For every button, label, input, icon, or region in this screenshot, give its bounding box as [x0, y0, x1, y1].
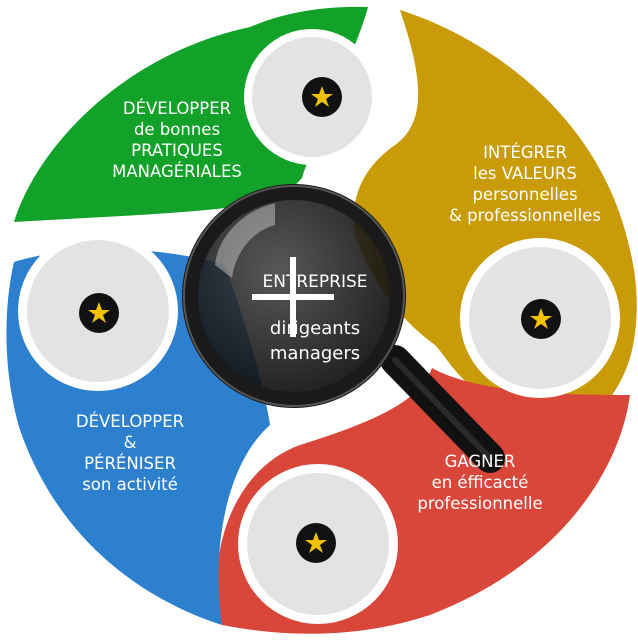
label-bottom-left-line: PÉRÉNISER	[84, 454, 176, 473]
label-top-right: INTÉGRER les VALEURS personnelles & prof…	[420, 142, 630, 226]
label-top-left-line: de bonnes	[133, 120, 221, 139]
label-top-right-line: & professionnelles	[449, 206, 601, 225]
label-bottom-left-line: DÉVELOPPER	[75, 412, 185, 431]
star-person-logo-icon	[302, 77, 342, 117]
label-bottom-left-line: &	[123, 433, 137, 452]
center-line-1: dirigeants	[269, 318, 361, 339]
center-title: ENTREPRISE	[262, 272, 368, 292]
label-top-right-line: les VALEURS	[473, 164, 577, 183]
star-person-logo-icon	[79, 293, 119, 333]
star-person-logo-icon	[296, 523, 336, 563]
label-top-right-line: personnelles	[472, 185, 578, 204]
star-person-logo-icon	[521, 299, 561, 339]
center-line-2: managers	[269, 343, 361, 364]
plus-icon	[252, 257, 334, 337]
label-top-left-line: MANAGÉRIALES	[112, 162, 242, 181]
label-top-right-line: INTÉGRER	[483, 143, 567, 162]
label-bottom-left: DÉVELOPPER & PÉRÉNISER son activité	[40, 411, 220, 495]
label-top-left-line: PRATIQUES	[131, 141, 223, 160]
label-top-left-line: DÉVELOPPER	[122, 99, 232, 118]
label-bottom-right-line: en éfficacté	[431, 473, 529, 492]
label-top-left: DÉVELOPPER de bonnes PRATIQUES MANAGÉRIA…	[82, 98, 272, 182]
label-bottom-right-line: GAGNER	[444, 452, 516, 471]
label-bottom-right-line: professionnelle	[417, 494, 543, 513]
label-bottom-right: GAGNER en éfficacté professionnelle	[385, 451, 575, 514]
label-bottom-left-line: son activité	[82, 475, 178, 494]
